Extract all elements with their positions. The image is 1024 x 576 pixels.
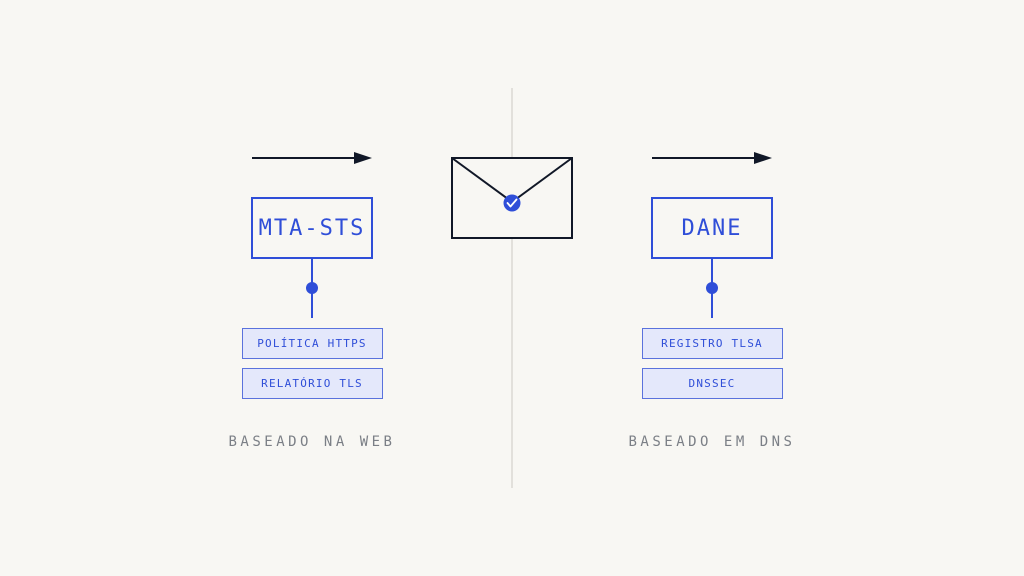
left-caption: BASEADO NA WEB: [228, 434, 396, 450]
right-item-tlsa-record: REGISTRO TLSA: [641, 327, 783, 359]
right-item-label: REGISTRO TLSA: [661, 336, 763, 350]
left-connector: [306, 258, 318, 318]
right-arrow-icon: [652, 152, 772, 164]
right-caption: BASEADO EM DNS: [628, 434, 796, 450]
right-item-dnssec: DNSSEC: [641, 367, 783, 399]
left-item-label: RELATÓRIO TLS: [261, 376, 363, 390]
dane-label: DANE: [681, 215, 743, 241]
left-item-https-policy: POLÍTICA HTTPS: [241, 327, 383, 359]
check-circle-icon: [503, 194, 521, 212]
right-connector: [706, 258, 718, 318]
left-item-tls-report: RELATÓRIO TLS: [241, 367, 383, 399]
right-item-label: DNSSEC: [688, 376, 736, 390]
left-arrow-icon: [252, 152, 372, 164]
left-item-label: POLÍTICA HTTPS: [257, 336, 367, 350]
mta-sts-box: MTA-STS: [251, 197, 373, 259]
dane-box: DANE: [651, 197, 773, 259]
mta-sts-label: MTA-STS: [258, 215, 366, 241]
